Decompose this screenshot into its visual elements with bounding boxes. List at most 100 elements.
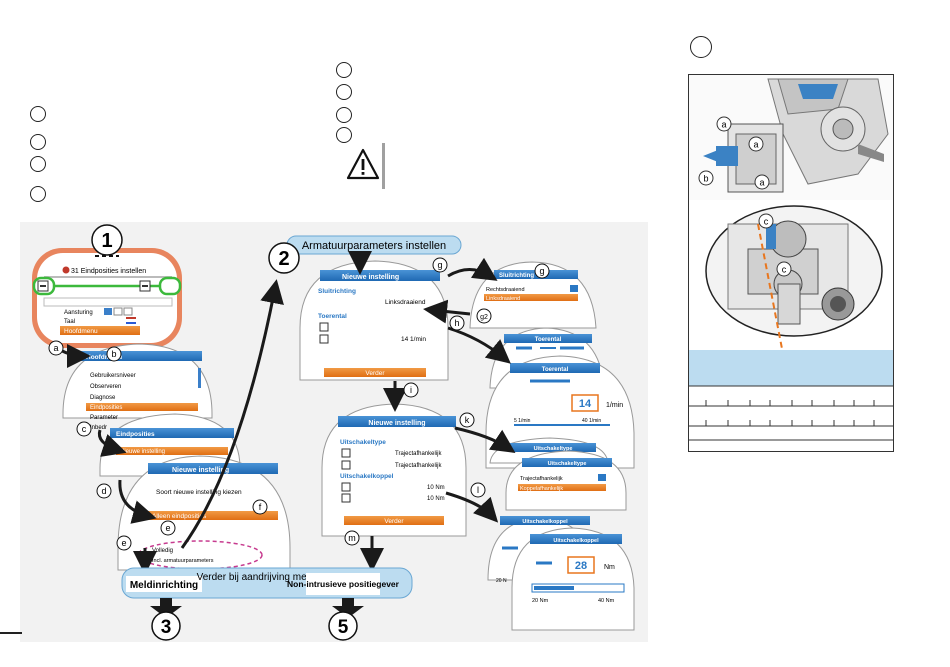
nieuwe-left-option2: Volledig bbox=[152, 548, 173, 554]
bullet-circle bbox=[30, 106, 46, 122]
bottom-right-label: Non-intrusieve positiegever bbox=[287, 579, 400, 589]
step-1-label: 1 bbox=[101, 230, 112, 252]
popup-toerental-min: 5 1/min bbox=[514, 418, 531, 424]
screen-g-title: Nieuwe instelling bbox=[342, 274, 399, 281]
device-line1: 31 Eindposities instellen bbox=[71, 268, 146, 275]
marker-l: l bbox=[477, 485, 479, 495]
marker-g: g bbox=[437, 260, 442, 270]
popup-koppel-value: 28 bbox=[575, 560, 587, 572]
marker-f: f bbox=[259, 502, 262, 512]
menu-item-selected: Eindposities bbox=[90, 405, 122, 411]
popup-koppel-max: 40 Nm bbox=[598, 598, 615, 604]
photo-label-a: a bbox=[759, 178, 764, 188]
screen-i-title: Nieuwe instelling bbox=[368, 420, 425, 427]
bullet-circle bbox=[336, 127, 352, 143]
popup-uitschakelkoppel: Uitschakelkoppel 20 N Uitschakelkoppel 2… bbox=[487, 516, 635, 631]
settings-flow-illustration: 1 31 Eindposities instellen Aansturing T… bbox=[20, 222, 648, 642]
bullet-circle bbox=[30, 156, 46, 172]
marker-d: d bbox=[101, 486, 106, 496]
popup-toerental-value: 14 bbox=[579, 398, 592, 410]
photo-label-a: a bbox=[721, 120, 726, 130]
screen-i-koppel-label: Uitschakelkoppel bbox=[340, 473, 394, 480]
step-markers: a b c d e e f g g g2 h i k l m bbox=[48, 257, 550, 551]
popup-uitschakeltype: Uitschakeltype Uitschakeltype Trajectafh… bbox=[489, 437, 627, 511]
screen-i-traject2: Trajectafhankelijk bbox=[395, 463, 442, 469]
marker-h: h bbox=[454, 318, 459, 328]
gear-closeup bbox=[705, 205, 883, 355]
device-hoofdmenu: Hoofdmenu bbox=[64, 328, 98, 335]
marker-b: b bbox=[111, 349, 116, 359]
popup-toerental-unit: 1/min bbox=[606, 402, 623, 409]
warning-divider bbox=[382, 143, 385, 189]
param-title: Armatuurparameters instellen bbox=[302, 240, 446, 252]
marker-k: k bbox=[465, 415, 470, 425]
menu-item: Gebruikersniveer bbox=[90, 373, 136, 379]
screen-nieuwe-instelling-g: Nieuwe instelling Sluitrichting Linksdra… bbox=[299, 260, 449, 381]
screen-nieuwe-instelling-i: Nieuwe instelling Uitschakeltype Traject… bbox=[321, 403, 467, 537]
popup-type-title: Uitschakeltype bbox=[534, 446, 573, 452]
popup-type-title2: Uitschakeltype bbox=[548, 461, 587, 467]
photo-label-a: a bbox=[753, 140, 758, 150]
step-5-label: 5 bbox=[338, 617, 349, 638]
device-screen: 1 31 Eindposities instellen Aansturing T… bbox=[32, 224, 182, 348]
popup-toerental-title: Toerental bbox=[535, 337, 562, 343]
bullet-circle bbox=[30, 134, 46, 150]
photo-label-b: b bbox=[703, 174, 708, 184]
bottom-banner: Meldinrichting Verder bij aandrijving me… bbox=[121, 567, 413, 641]
nieuwe-left-option3: Incl. armatuurparameters bbox=[152, 558, 214, 564]
flow-arrows bbox=[59, 251, 516, 575]
photo-label-c: c bbox=[782, 265, 787, 275]
menu-item: Diagnose bbox=[90, 395, 116, 401]
popup-type-opt2: Koppelafhankelijk bbox=[520, 486, 563, 492]
screen-g-toerental: Toerental bbox=[318, 313, 347, 320]
popup-toerental: Toerental Toerental 14 1/min 5 1/min 40 … bbox=[485, 327, 635, 469]
screen-g-speed: 14 1/min bbox=[401, 336, 426, 343]
popup-koppel-unit: Nm bbox=[604, 564, 615, 571]
photo-panel: a a a b c c bbox=[688, 74, 894, 452]
screen-i-traject1: Trajectafhankelijk bbox=[395, 451, 442, 457]
bottom-center-label: Verder bij aandrijving met bbox=[197, 572, 310, 583]
screen-i-nm2: 10 Nm bbox=[427, 496, 445, 502]
popup-type-opt1: Trajectafhankelijk bbox=[520, 476, 563, 482]
marker-g: g bbox=[539, 266, 544, 276]
nieuwe-left-option1: Alleen eindposities bbox=[152, 513, 207, 520]
marker-g2: g2 bbox=[480, 314, 488, 321]
screen-i-type-label: Uitschakeltype bbox=[340, 439, 386, 446]
popup-sluitrichting: Sluitrichting Rechtsdraaiend Linksdraaie… bbox=[469, 261, 597, 329]
step-2-label: 2 bbox=[278, 248, 289, 270]
popup-koppel-backmin: 20 N bbox=[496, 578, 507, 584]
hoofdmenu-title: Hoofdmenu bbox=[86, 354, 122, 361]
marker-e: e bbox=[121, 538, 126, 548]
screen-g-verder: Verder bbox=[365, 370, 385, 377]
screen-hoofdmenu: Hoofdmenu Gebruikersniveer Observeren Di… bbox=[62, 343, 213, 431]
bottom-left-label: Meldinrichting bbox=[130, 580, 198, 591]
marker-a: a bbox=[53, 343, 58, 353]
screen-g-linksdraaiend: Linksdraaiend bbox=[385, 299, 426, 306]
spec-table bbox=[689, 350, 893, 441]
popup-sluit-opt1: Rechtsdraaiend bbox=[486, 287, 525, 293]
popup-toerental-max: 40 1/min bbox=[582, 418, 601, 424]
screen-g-sluitrichting: Sluitrichting bbox=[318, 288, 356, 295]
step-3-label: 3 bbox=[161, 617, 172, 638]
actuator-photo bbox=[689, 75, 893, 200]
warning-icon bbox=[346, 148, 380, 180]
bullet-circle bbox=[336, 62, 352, 78]
screen-i-verder: Verder bbox=[384, 518, 404, 525]
menu-item: Observeren bbox=[90, 384, 121, 390]
eindposities-title: Eindposities bbox=[116, 431, 155, 438]
popup-koppel-title: Uitschakelkoppel bbox=[522, 519, 568, 525]
photo-label-c: c bbox=[764, 217, 769, 227]
menu-item: Inbedr bbox=[90, 425, 107, 431]
marker-e: e bbox=[165, 523, 170, 533]
eindposities-item: Nieuwe instelling bbox=[120, 449, 165, 455]
popup-sluit-opt2: Linksdraaiend bbox=[486, 296, 520, 302]
popup-toerental-title2: Toerental bbox=[542, 367, 569, 373]
marker-m: m bbox=[348, 533, 356, 543]
menu-item: Parameter bbox=[90, 415, 118, 421]
screen-i-nm1: 10 Nm bbox=[427, 485, 445, 491]
marker-c: c bbox=[82, 424, 87, 434]
popup-koppel-min: 20 Nm bbox=[532, 598, 549, 604]
bullet-circle bbox=[30, 186, 46, 202]
bullet-circle bbox=[336, 84, 352, 100]
